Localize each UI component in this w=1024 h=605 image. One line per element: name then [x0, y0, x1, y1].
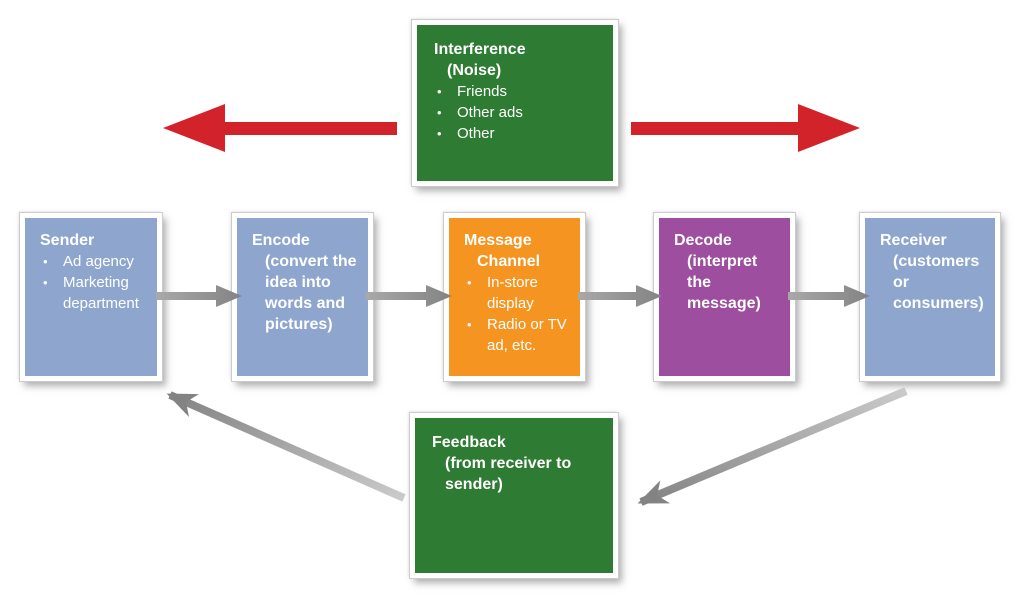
receiver-title: Receiver — [880, 232, 947, 249]
bullet-item: Other ads — [434, 102, 601, 123]
bullet-item: In-store display — [464, 272, 570, 314]
bullet-item: Radio or TV ad, etc. — [464, 314, 570, 356]
interference-subtitle: (Noise) — [447, 62, 502, 79]
sender-box: Sender Ad agency Marketing department — [20, 213, 162, 381]
bullet-dot-icon — [40, 251, 63, 272]
bullet-item: Ad agency — [40, 251, 147, 272]
decode-subtitle: (interpret the message) — [687, 253, 761, 312]
bullet-item: Marketing department — [40, 272, 147, 314]
encode-subtitle: (convert the idea into words and picture… — [265, 253, 357, 333]
feedback-box: Feedback (from receiver to sender) — [410, 413, 618, 578]
bullet-item: Friends — [434, 81, 601, 102]
bullet-dot-icon — [40, 272, 63, 314]
feedback-subtitle: (from receiver to sender) — [445, 455, 572, 493]
interference-title: Interference — [434, 41, 526, 58]
interference-bullets: Friends Other ads Other — [434, 81, 601, 144]
interference-box: Interference (Noise) Friends Other ads O… — [412, 20, 618, 186]
feedback-arrow-from-receiver-icon — [637, 387, 908, 506]
noise-arrow-right-icon — [631, 104, 860, 152]
decode-box: Decode (interpret the message) — [654, 213, 795, 381]
receiver-box: Receiver (customers or consumers) — [860, 213, 1000, 381]
receiver-subtitle: (customers or consumers) — [893, 253, 984, 312]
sender-title: Sender — [40, 232, 95, 249]
noise-arrow-left-icon — [163, 104, 397, 152]
decode-title: Decode — [674, 232, 732, 249]
bullet-dot-icon — [434, 81, 457, 102]
bullet-dot-icon — [464, 314, 487, 356]
message-channel-title: Message Channel — [464, 232, 541, 270]
flow-arrow-message-decode-icon — [578, 285, 662, 307]
encode-title: Encode — [252, 232, 310, 249]
message-channel-box: Message Channel In-store display Radio o… — [444, 213, 585, 381]
flow-arrow-encode-message-icon — [366, 285, 452, 307]
feedback-arrow-to-sender-icon — [166, 391, 406, 502]
message-channel-bullets: In-store display Radio or TV ad, etc. — [464, 272, 570, 356]
bullet-dot-icon — [434, 123, 457, 144]
encode-box: Encode (convert the idea into words and … — [232, 213, 373, 381]
bullet-dot-icon — [434, 102, 457, 123]
flow-arrow-sender-encode-icon — [156, 285, 242, 307]
feedback-title: Feedback — [432, 434, 506, 451]
bullet-item: Other — [434, 123, 601, 144]
flow-arrow-decode-receiver-icon — [788, 285, 870, 307]
sender-bullets: Ad agency Marketing department — [40, 251, 147, 314]
bullet-dot-icon — [464, 272, 487, 314]
